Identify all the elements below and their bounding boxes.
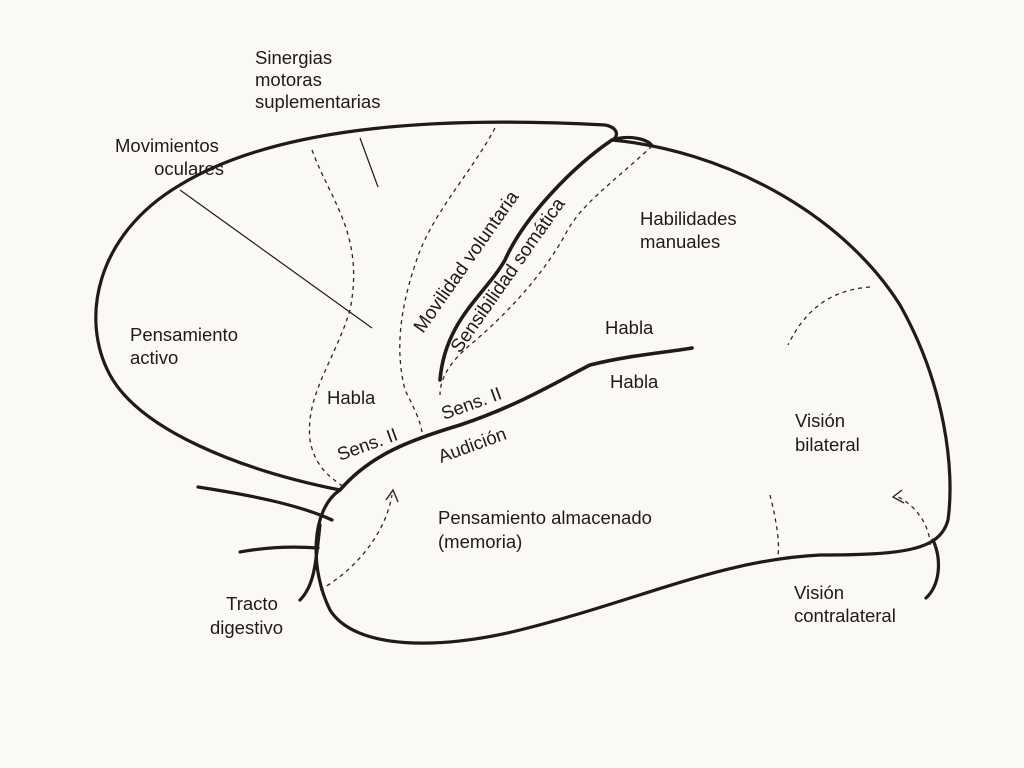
movimientos-line-1: Movimientos <box>115 135 219 156</box>
vision-contralateral-line-1: Visión <box>794 582 844 603</box>
habla-frontal-label: Habla <box>327 387 376 408</box>
brainstem-tick <box>238 545 320 554</box>
movimientos-line-2: oculares <box>154 158 224 179</box>
tract-arrow-path <box>319 494 393 591</box>
sinergias-line-3: suplementarias <box>255 91 380 112</box>
vision-bilateral-line-1: Visión <box>795 410 845 431</box>
brainstem-line <box>196 485 334 522</box>
occipital-dashed-boundary <box>769 494 780 556</box>
habla-lower-label: Habla <box>610 371 659 392</box>
sens-ii-frontal-label: Sens. II <box>334 424 400 465</box>
central-sulcus <box>438 138 614 382</box>
parietal-dashed-boundary <box>787 286 871 346</box>
sens-ii-parietal-label: Sens. II <box>438 383 504 424</box>
pensamiento-activo-label: Pensamiento activo <box>130 324 243 368</box>
vision-arrow-path <box>897 496 931 546</box>
movimientos-oculares-label: Movimientos oculares <box>115 135 224 179</box>
gyrus-top-edge <box>610 135 654 148</box>
pensamiento-almacenado-line-2: (memoria) <box>438 531 522 552</box>
habla-upper-label: Habla <box>605 317 654 338</box>
premotor-dashed-boundary <box>399 127 496 433</box>
habilidades-line-1: Habilidades <box>640 208 737 229</box>
vision-contralateral-label: Visión contralateral <box>794 582 896 626</box>
sinergias-line-2: motoras <box>255 69 322 90</box>
sinergias-line-1: Sinergias <box>255 47 332 68</box>
tracto-digestivo-label: Tracto digestivo <box>210 593 283 638</box>
lateral-fissure <box>338 346 694 492</box>
frontal-dashed-boundary <box>308 149 355 489</box>
brain-outline <box>94 120 952 645</box>
vision-arrowhead <box>891 489 905 504</box>
postcentral-dashed-boundary <box>439 145 653 396</box>
movimientos-leader-line <box>179 189 373 329</box>
vision-bilateral-line-2: bilateral <box>795 434 860 455</box>
pensamiento-activo-line-2: activo <box>130 347 178 368</box>
habilidades-manuales-label: Habilidades manuales <box>640 208 742 252</box>
sinergias-label: Sinergias motoras suplementarias <box>255 47 380 112</box>
occipital-curve <box>924 538 940 600</box>
sinergias-leader-line <box>359 137 379 188</box>
tracto-line-1: Tracto <box>226 593 278 614</box>
tract-arrowhead <box>385 488 399 503</box>
pensamiento-activo-line-1: Pensamiento <box>130 324 238 345</box>
vision-bilateral-label: Visión bilateral <box>795 410 860 455</box>
habilidades-line-2: manuales <box>640 231 720 252</box>
temporal-pole-line <box>298 523 322 602</box>
tracto-line-2: digestivo <box>210 617 283 638</box>
pensamiento-almacenado-label: Pensamiento almacenado (memoria) <box>438 507 657 552</box>
pensamiento-almacenado-line-1: Pensamiento almacenado <box>438 507 652 528</box>
vision-contralateral-line-2: contralateral <box>794 605 896 626</box>
